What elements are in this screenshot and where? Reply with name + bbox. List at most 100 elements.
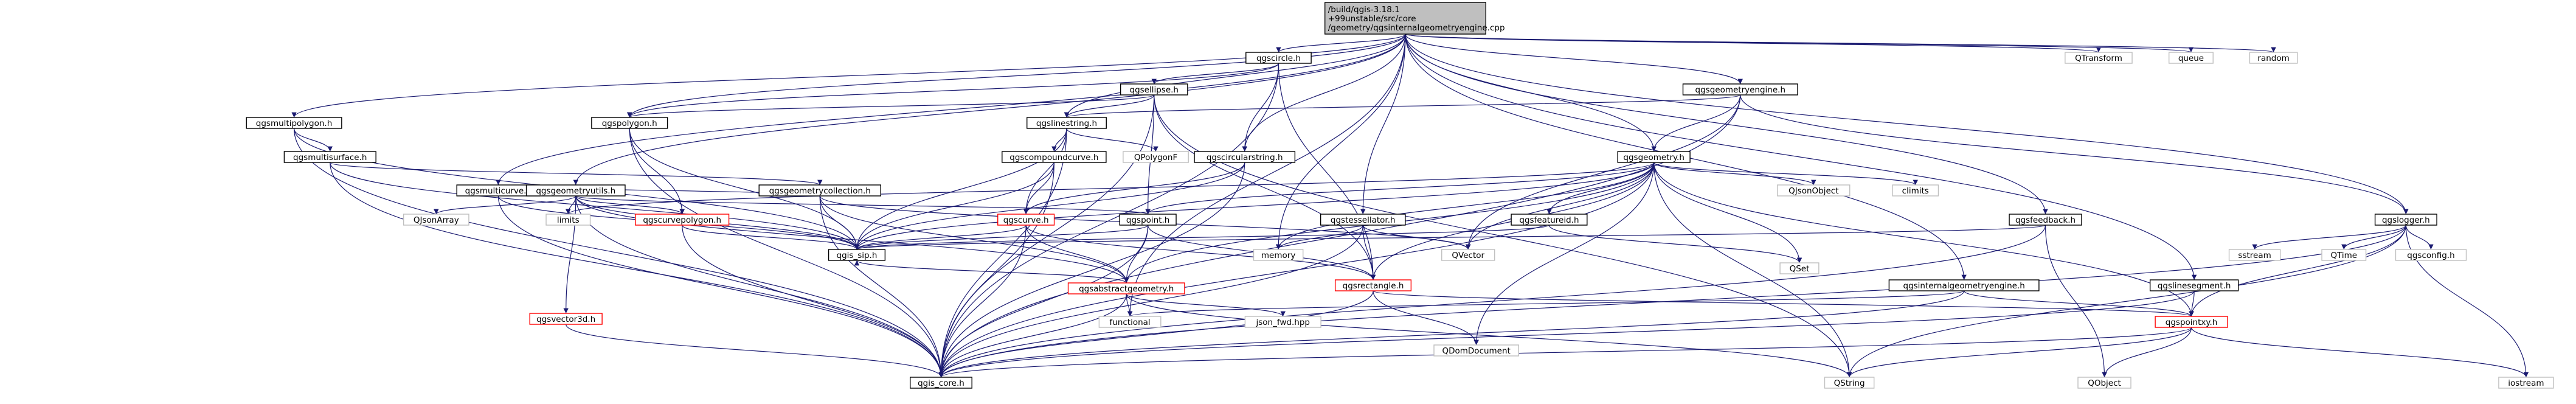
edge-qgsrectangle-to-qgspointxy: [1373, 290, 2194, 317]
node-qgsgeometryutils[interactable]: qgsgeometryutils.h: [525, 184, 626, 197]
nodes-layer: /build/qgis-3.18.1+99unstable/src/core/g…: [246, 2, 2554, 389]
edge-qgscircle-to-qgscircularstring: [1242, 63, 1279, 152]
edge-qgspointxy-to-qobject: [2102, 327, 2192, 378]
node-qgsgeometrycollection[interactable]: qgsgeometrycollection.h: [758, 184, 882, 197]
node-qgsrectangle[interactable]: qgsrectangle.h: [1334, 279, 1412, 291]
node-box-limits: [545, 214, 591, 226]
node-qgis_sip[interactable]: qgis_sip.h: [828, 249, 886, 261]
edge-qgspoint-to-qgsabstractgeometry: [1124, 225, 1149, 284]
edge-qgsgeometryutils-to-qgspoint: [575, 195, 1151, 215]
node-label-qgspointxy: qgspointxy.h: [2166, 318, 2218, 327]
node-label-qgsinternalgeometryengine: qgsinternalgeometryengine.h: [1903, 281, 2025, 291]
node-qgsmulticurve[interactable]: qgsmulticurve.h: [456, 184, 541, 197]
node-label-qgsgeometry: qgsgeometry.h: [1623, 153, 1684, 162]
node-queue: queue: [2169, 52, 2214, 64]
node-qgsmultipolygon[interactable]: qgsmultipolygon.h: [246, 117, 342, 129]
node-box-qgsellipse: [1120, 83, 1188, 96]
node-box-qobject: [2077, 377, 2131, 389]
node-qgscurvepolygon[interactable]: qgscurvepolygon.h: [635, 214, 730, 226]
edge-root-to-qgstessellator: [1360, 33, 1406, 215]
node-qjsonobject: QJsonObject: [1777, 184, 1851, 197]
node-label-qgsconfig: qgsconfig.h: [2407, 251, 2454, 260]
node-label-qgsabstractgeometry: qgsabstractgeometry.h: [1079, 284, 1174, 294]
node-box-qgis_sip: [828, 249, 886, 261]
edge-qgstessellator-to-qvector: [1362, 225, 1471, 250]
node-box-root: [1324, 2, 1487, 35]
edge-qgslogger-to-sstream: [2252, 225, 2406, 250]
edge-root-to-qgsmulticurve: [496, 33, 1406, 186]
node-qgscircle[interactable]: qgscircle.h: [1245, 52, 1312, 64]
edge-qgslinesegment-to-qgis_core: [938, 290, 2195, 378]
edge-qgsfeatureid-to-qgis_sip: [854, 225, 1550, 250]
node-label-qgstessellator: qgstessellator.h: [1331, 215, 1396, 225]
node-label-qgscircularstring: qgscircularstring.h: [1207, 153, 1283, 162]
node-qgslogger[interactable]: qgslogger.h: [2374, 214, 2437, 226]
edge-qgspolygon-to-qgscurvepolygon: [629, 128, 685, 215]
node-box-qgscircularstring: [1194, 151, 1296, 163]
node-qgspolygon[interactable]: qgspolygon.h: [591, 117, 668, 129]
node-memory: memory: [1253, 249, 1304, 261]
edge-root-to-qgscircle: [1276, 33, 1406, 53]
node-label-qjsonobject: QJsonObject: [1788, 186, 1838, 196]
node-box-qgslinesegment: [2149, 279, 2239, 291]
node-box-qdomdocument: [1433, 344, 1519, 357]
node-box-qvector: [1441, 249, 1495, 261]
node-label-root: /build/qgis-3.18.1: [1328, 5, 1400, 15]
node-iostream: iostream: [2498, 377, 2554, 389]
node-box-qjsonarray: [403, 214, 469, 226]
edge-qgspoint-to-qgis_sip: [854, 225, 1149, 250]
node-box-random: [2249, 52, 2298, 64]
node-label-functional: functional: [1110, 318, 1151, 327]
node-root[interactable]: /build/qgis-3.18.1+99unstable/src/core/g…: [1324, 2, 1505, 35]
edge-qgsgeometryutils-to-qgis_core: [575, 195, 944, 378]
edge-qgsfeatureid-to-qset: [1548, 225, 1802, 263]
edge-qgsinternalgeometryengine-to-qgis_core: [938, 290, 1965, 378]
node-box-qgstessellator: [1320, 214, 1406, 226]
node-box-qgsgeometry: [1617, 151, 1691, 163]
node-qgis_core[interactable]: qgis_core.h: [910, 377, 972, 389]
node-qgspointxy[interactable]: qgspointxy.h: [2155, 316, 2228, 328]
node-qgstessellator[interactable]: qgstessellator.h: [1320, 214, 1406, 226]
edge-qgsgeometry-to-limits: [566, 162, 1655, 215]
node-qgsabstractgeometry[interactable]: qgsabstractgeometry.h: [1067, 282, 1185, 294]
node-box-qgis_core: [910, 377, 972, 389]
node-label-qgscircle: qgscircle.h: [1256, 54, 1301, 63]
node-qgslinestring[interactable]: qgslinestring.h: [1027, 117, 1107, 129]
edge-qgsgeometryengine-to-qvector: [1466, 94, 1741, 250]
edge-qgscurvepolygon-to-qgis_core: [682, 225, 944, 378]
node-qgslinesegment[interactable]: qgslinesegment.h: [2149, 279, 2239, 291]
node-qgsgeometry[interactable]: qgsgeometry.h: [1617, 151, 1691, 163]
node-box-qgspolygon: [591, 117, 668, 129]
node-qgscurve[interactable]: qgscurve.h: [997, 214, 1055, 226]
edge-qgspoint-to-qgis_core: [938, 225, 1149, 378]
node-qgsmultisurface[interactable]: qgsmultisurface.h: [283, 151, 376, 163]
node-label-qvector: QVector: [1452, 251, 1484, 260]
node-label-json_fwd: json_fwd.hpp: [1256, 318, 1310, 327]
node-qgsfeatureid[interactable]: qgsfeatureid.h: [1511, 214, 1588, 226]
edge-qgspolygon-to-qgis_core: [629, 128, 944, 378]
node-qgsellipse[interactable]: qgsellipse.h: [1120, 83, 1188, 96]
node-qgsinternalgeometryengine[interactable]: qgsinternalgeometryengine.h: [1888, 279, 2040, 291]
edge-qgslinestring-to-qpolygonf: [1066, 128, 1158, 152]
node-qgscompoundcurve[interactable]: qgscompoundcurve.h: [1002, 151, 1107, 163]
node-qgsgeometryengine[interactable]: qgsgeometryengine.h: [1682, 83, 1798, 96]
node-label-qgslinesegment: qgslinesegment.h: [2158, 281, 2231, 291]
edge-qgsvector3d-to-qgis_core: [566, 324, 944, 378]
edge-qgsellipse-to-qstring: [1154, 94, 1852, 378]
edge-qgscurvepolygon-to-qgis_sip: [682, 225, 860, 250]
edge-qgslinestring-to-qgscompoundcurve: [1051, 128, 1067, 152]
edge-qgsmultisurface-to-qgis_sip: [330, 162, 860, 250]
edge-root-to-qgspolygon: [627, 33, 1406, 118]
node-qgscircularstring[interactable]: qgscircularstring.h: [1194, 151, 1296, 163]
node-qgspoint[interactable]: qgspoint.h: [1119, 214, 1177, 226]
node-box-qgsinternalgeometryengine: [1888, 279, 2040, 291]
edge-qgslogger-to-qgis_core: [938, 225, 2406, 378]
node-qgsvector3d[interactable]: qgsvector3d.h: [529, 313, 603, 325]
edge-qgsfeedback-to-qgis_sip: [854, 225, 2046, 250]
node-box-qgscurve: [997, 214, 1055, 226]
node-label-qgscompoundcurve: qgscompoundcurve.h: [1009, 153, 1098, 162]
node-qgsfeedback[interactable]: qgsfeedback.h: [2009, 214, 2082, 226]
node-box-qgscircle: [1245, 52, 1312, 64]
edge-qgsabstractgeometry-to-qgis_sip: [854, 260, 1127, 284]
node-label-qtransform: QTransform: [2075, 54, 2122, 63]
